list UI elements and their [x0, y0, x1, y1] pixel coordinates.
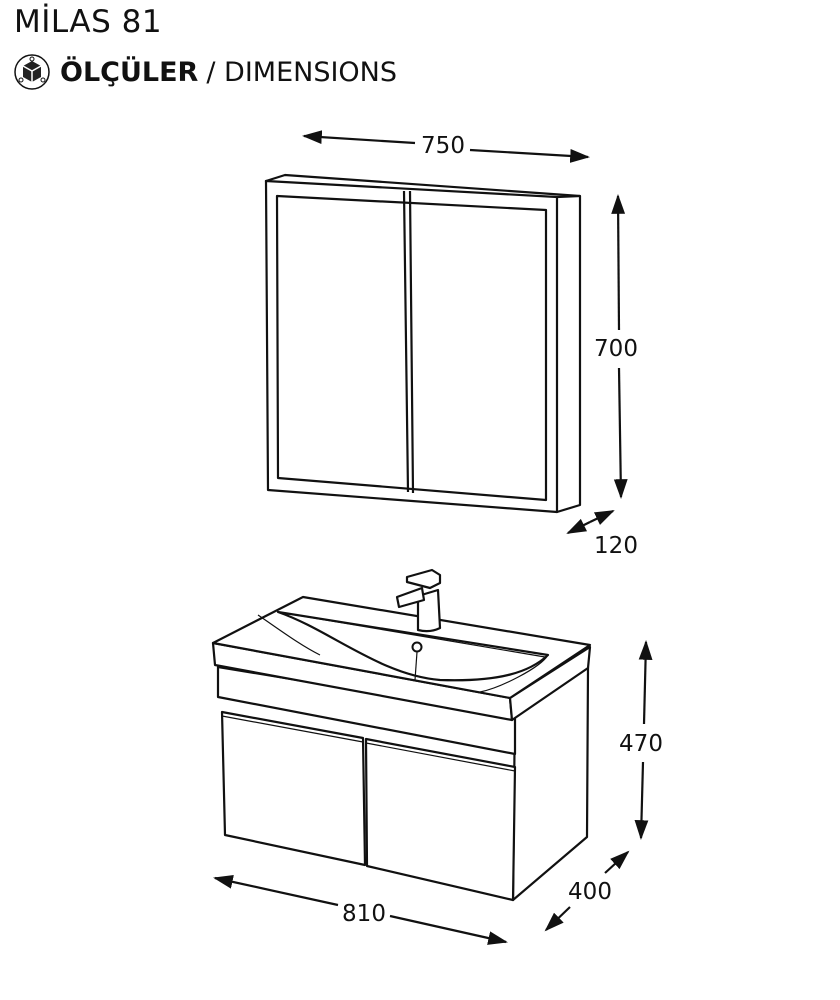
- dimension-vanity-height: 470: [619, 640, 663, 840]
- dimension-vanity-width: 810: [213, 875, 508, 945]
- mirror-cabinet: [264, 173, 582, 514]
- faucet: [395, 568, 442, 633]
- mirror-depth-label: 120: [594, 533, 638, 559]
- vanity-unit: [211, 568, 592, 902]
- dimension-mirror-width: 750: [302, 130, 590, 163]
- mirror-height-label: 700: [594, 336, 638, 362]
- dimension-mirror-height: 700: [594, 194, 638, 499]
- product-title: MİLAS 81: [14, 4, 163, 40]
- subtitle-turkish: ÖLÇÜLER: [60, 56, 199, 88]
- dimension-vanity-depth: 400: [544, 850, 630, 932]
- vanity-depth-label: 400: [568, 879, 612, 905]
- section-heading: ÖLÇÜLER / DIMENSIONS: [12, 52, 397, 92]
- vanity-height-label: 470: [619, 731, 663, 757]
- mirror-width-label: 750: [421, 133, 465, 159]
- vanity-width-label: 810: [342, 901, 386, 927]
- dimension-mirror-depth: 120: [566, 510, 638, 559]
- subtitle-english: / DIMENSIONS: [206, 56, 398, 88]
- dimensions-cube-icon: [14, 54, 50, 90]
